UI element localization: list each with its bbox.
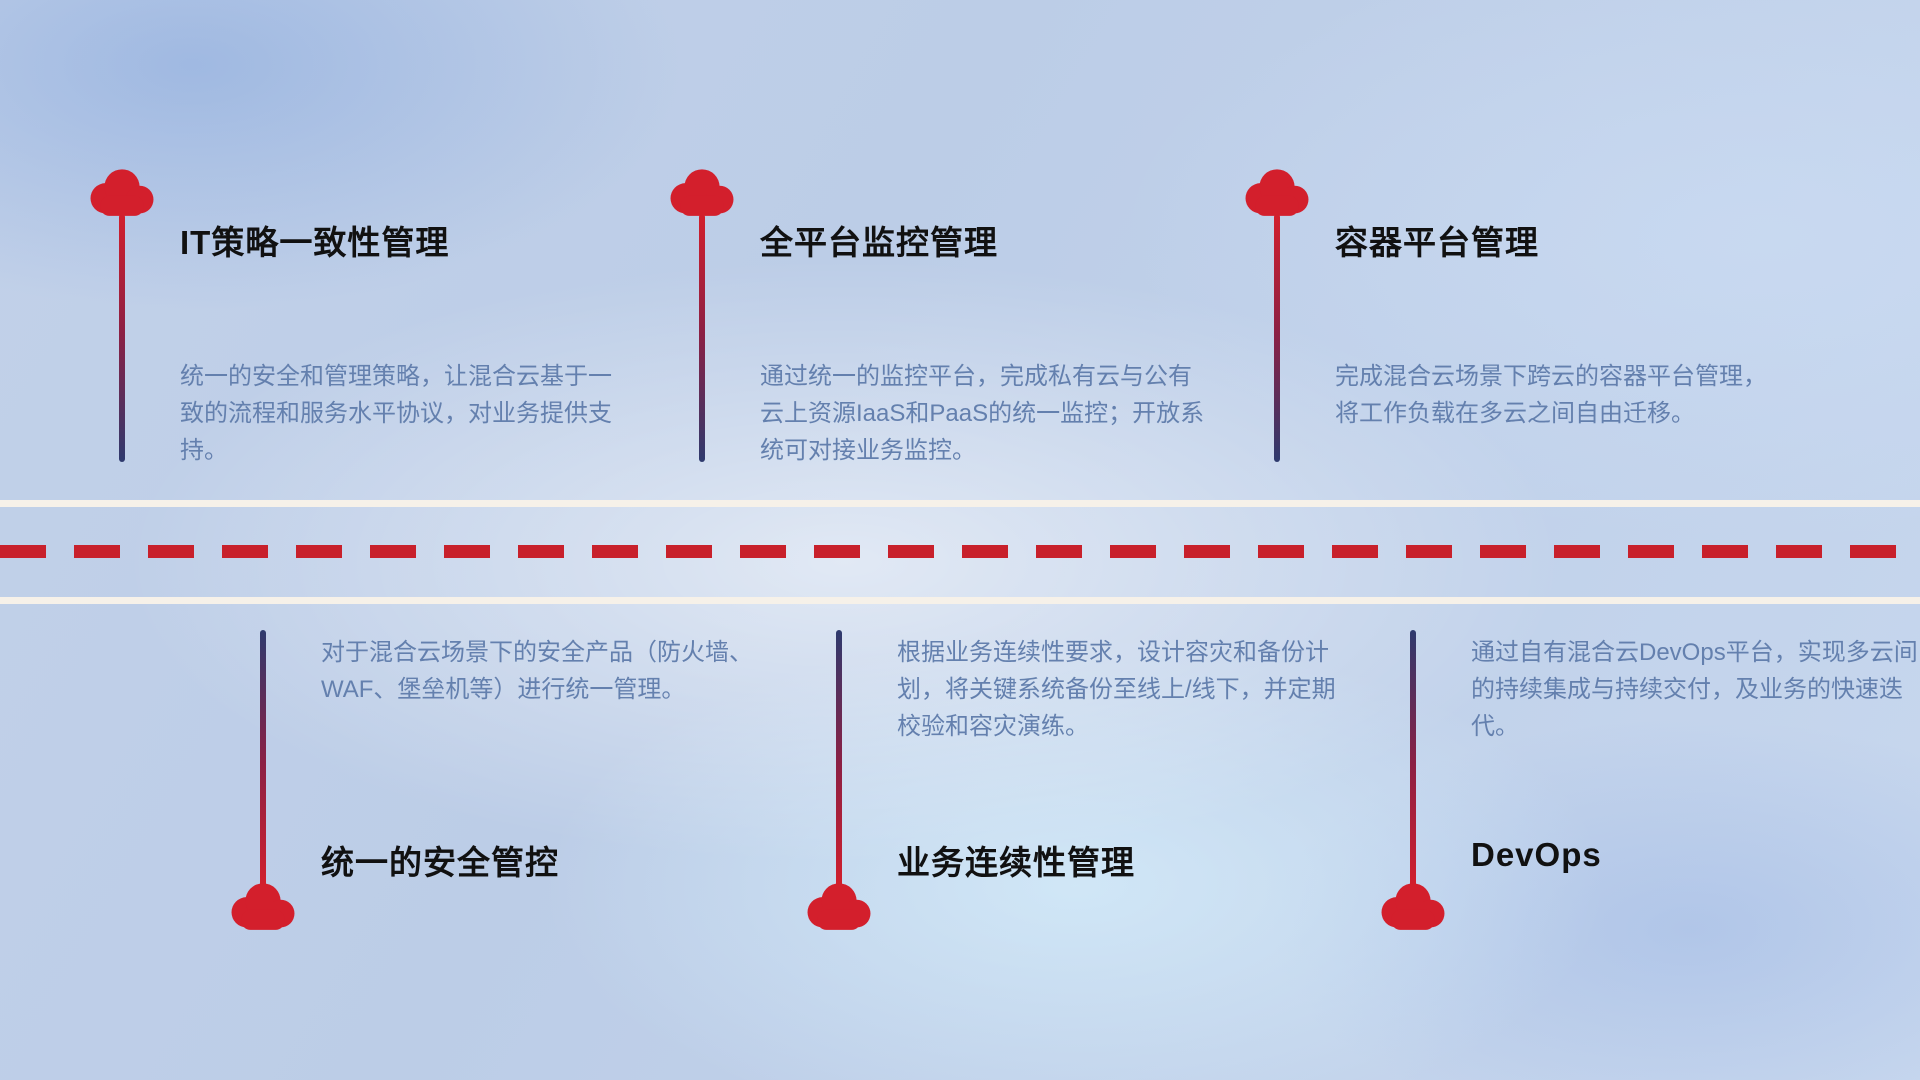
cloud-icon xyxy=(1381,883,1445,930)
item-title: 容器平台管理 xyxy=(1335,224,1539,261)
connector-line xyxy=(260,630,266,888)
item-description: 对于混合云场景下的安全产品（防火墙、WAF、堡垒机等）进行统一管理。 xyxy=(321,639,753,703)
item-description: 完成混合云场景下跨云的容器平台管理，将工作负载在多云之间自由迁移。 xyxy=(1335,363,1767,427)
item-description: 根据业务连续性要求，设计容灾和备份计划，将关键系统备份至线上/线下，并定期校验和… xyxy=(897,639,1336,740)
connector-line xyxy=(119,214,125,462)
item-title: DevOps xyxy=(1471,836,1602,873)
connector-line xyxy=(1274,214,1280,462)
road-line-top xyxy=(0,500,1920,507)
road-dashed-centerline xyxy=(0,545,1920,558)
connector-line xyxy=(836,630,842,888)
connector-line xyxy=(699,214,705,462)
connector-line xyxy=(1410,630,1416,888)
cloud-icon xyxy=(231,883,295,930)
cloud-icon xyxy=(670,169,734,216)
cloud-icon xyxy=(807,883,871,930)
item-title: 业务连续性管理 xyxy=(897,844,1135,881)
item-title: 统一的安全管控 xyxy=(321,844,559,881)
item-description: 通过自有混合云DevOps平台，实现多云间的持续集成与持续交付，及业务的快速迭代… xyxy=(1471,639,1918,740)
item-title: 全平台监控管理 xyxy=(760,224,998,261)
item-description: 通过统一的监控平台，完成私有云与公有云上资源IaaS和PaaS的统一监控；开放系… xyxy=(760,363,1205,464)
item-description: 统一的安全和管理策略，让混合云基于一致的流程和服务水平协议，对业务提供支持。 xyxy=(180,363,612,464)
cloud-icon xyxy=(90,169,154,216)
item-title: IT策略一致性管理 xyxy=(180,224,450,261)
cloud-icon xyxy=(1245,169,1309,216)
road-line-bottom xyxy=(0,597,1920,604)
